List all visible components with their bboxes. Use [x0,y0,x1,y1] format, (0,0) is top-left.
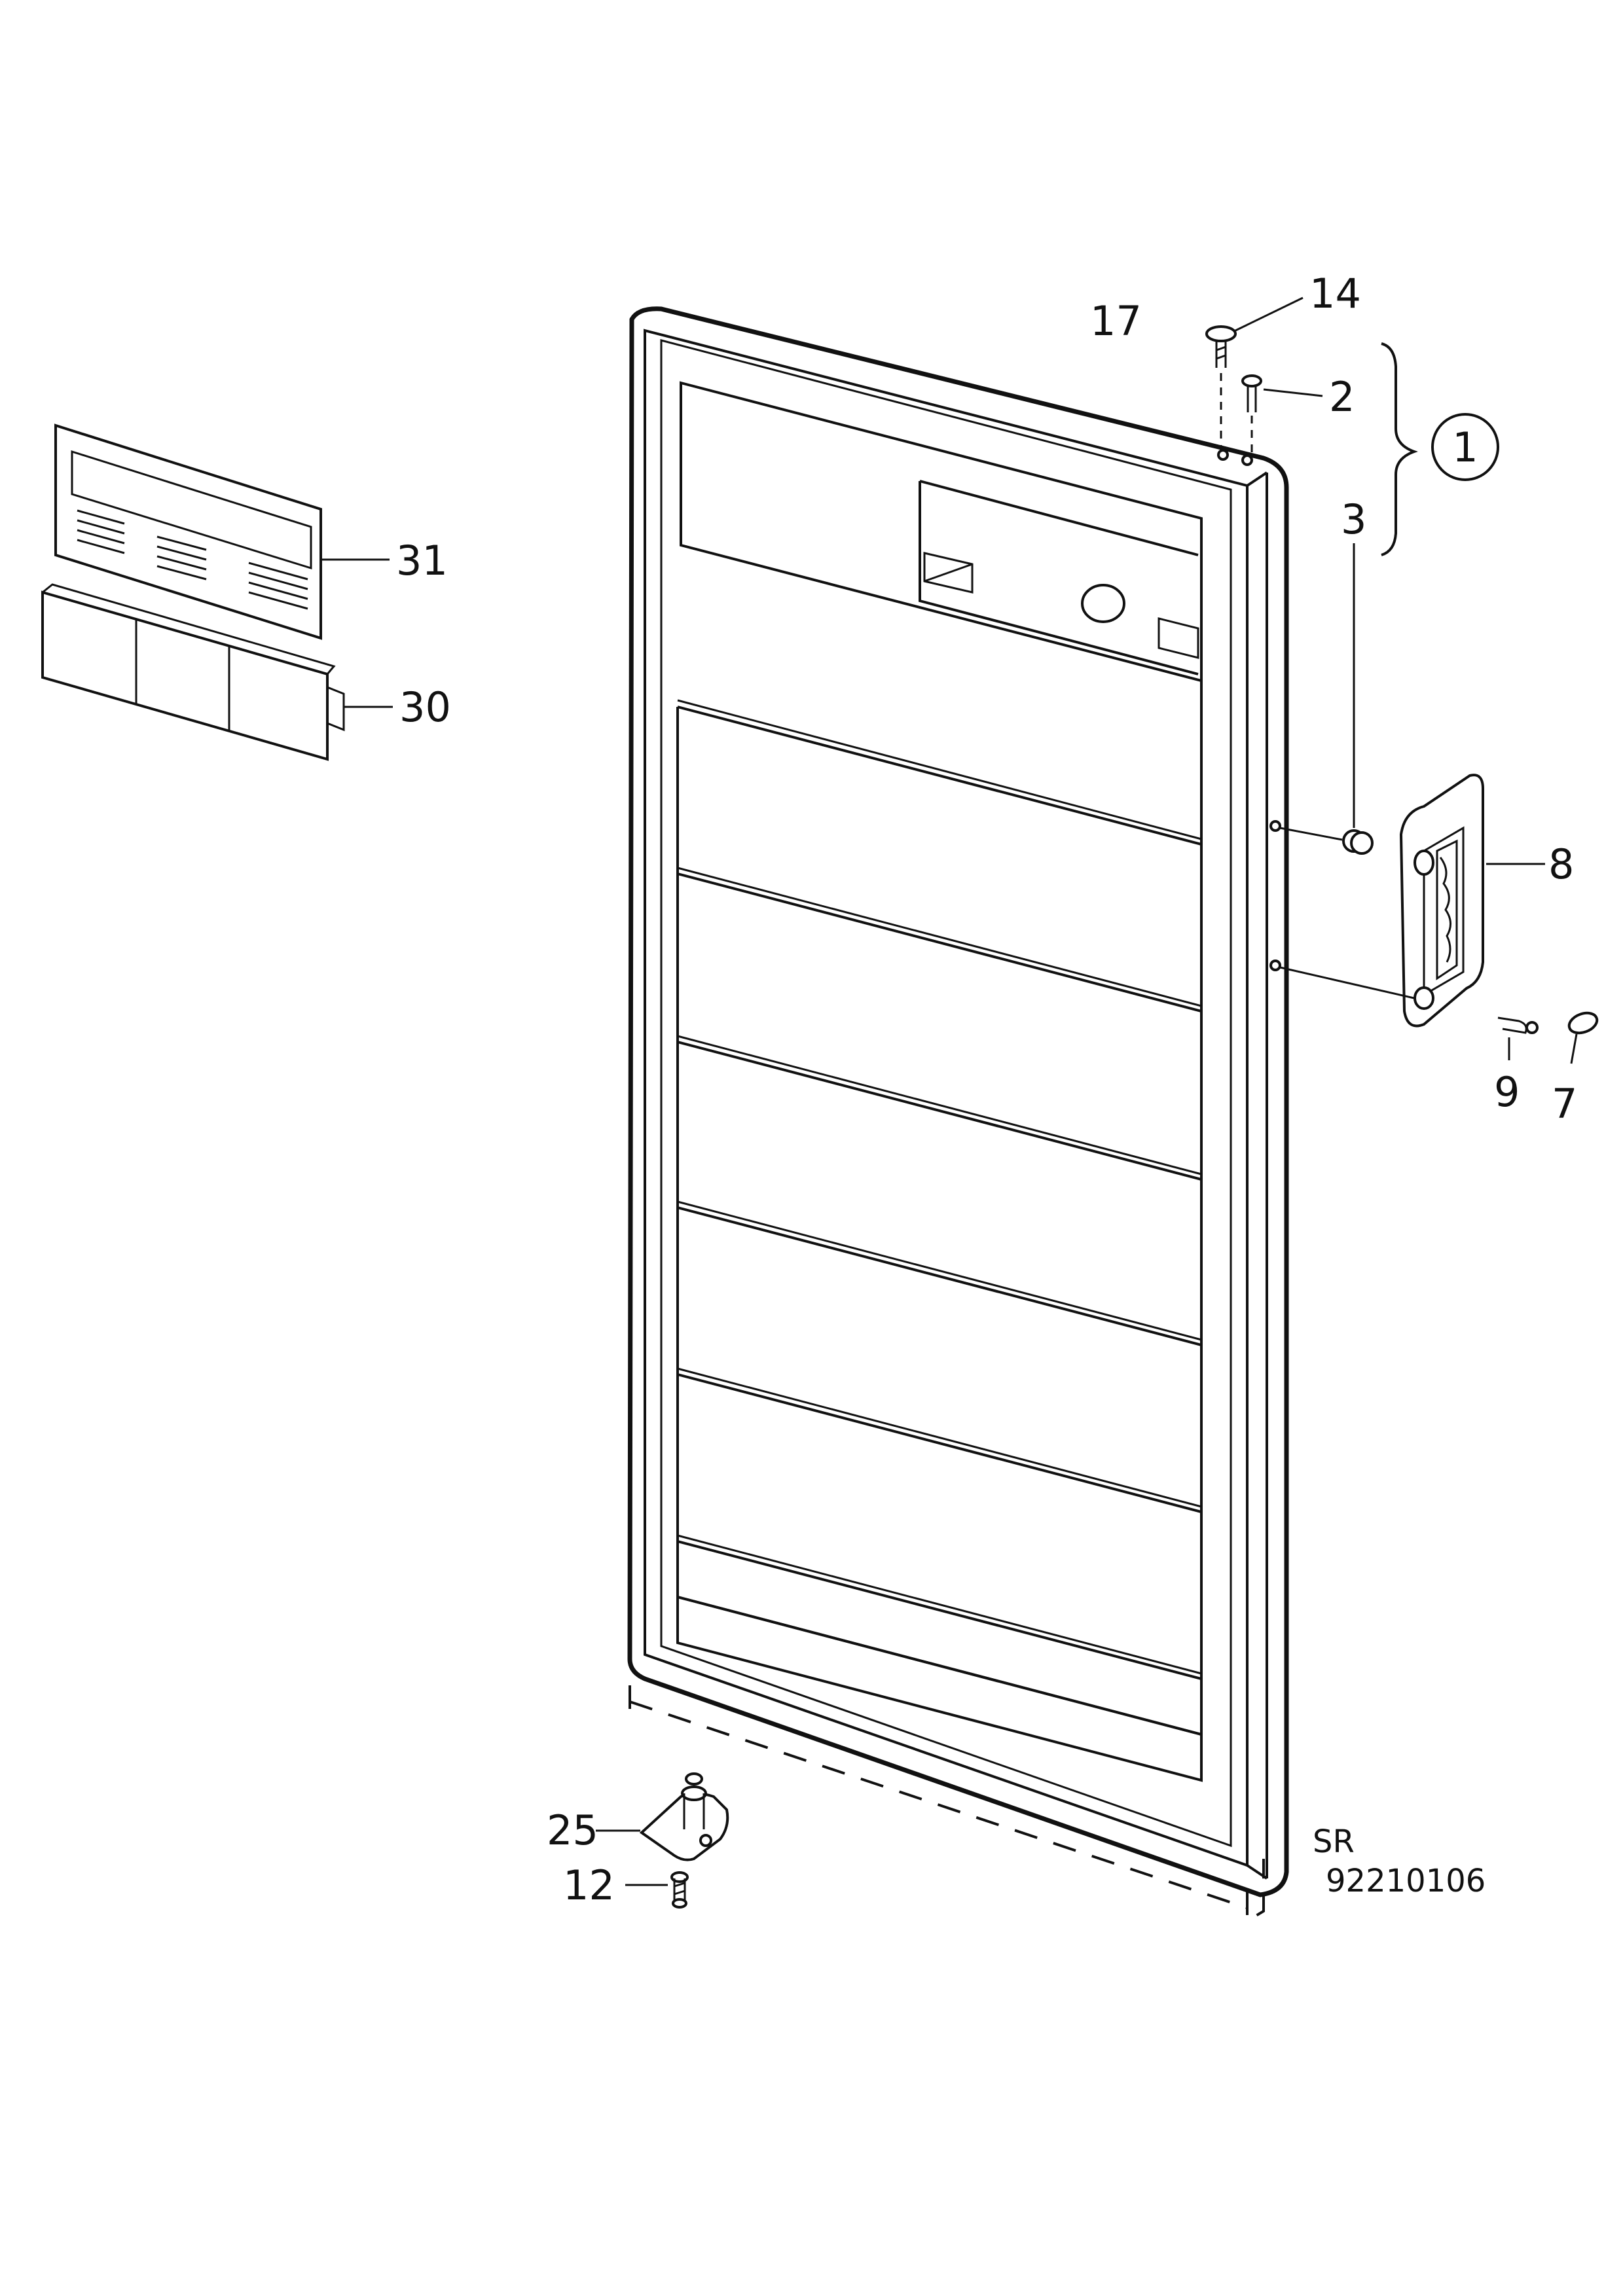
door-hole-lower [1269,960,1281,971]
group-1-circle [1431,413,1499,481]
part-8-door-handle [1279,774,1545,1028]
callout-1: 1 [1452,423,1478,471]
group-bracket [1381,342,1418,556]
shelf-4-rail [677,1200,1202,1341]
part-3-bushing [1279,543,1374,855]
door-top-hole-b [1241,454,1253,466]
callout-3: 3 [1341,495,1366,543]
compartment-tab-left [923,552,974,594]
callout-25: 25 [547,1806,598,1854]
shelf-4 [676,1208,1203,1514]
callout-8: 8 [1548,840,1574,888]
shelf-5 [676,1374,1203,1681]
compartment-tab-right [1158,617,1199,659]
callout-7: 7 [1552,1080,1577,1128]
shelf-6 [676,1541,1203,1736]
callout-2: 2 [1329,373,1355,421]
shelf-1 [676,681,1203,1013]
shelf-2 [676,874,1203,1181]
shelf-2-rail [677,867,1202,1007]
shelf-3-rail [677,1035,1202,1175]
callout-31: 31 [396,537,448,584]
part-12-screw [625,1871,689,1909]
callout-9: 9 [1494,1068,1520,1116]
callout-12: 12 [563,1861,615,1909]
shelf-6-rail [677,1534,1202,1675]
door-gasket-line [660,339,1232,1848]
part-14-hinge-pin [1205,296,1304,452]
part-31-control-panel [54,423,390,640]
part-30-trim-strip [41,583,393,761]
part-9-clip [1497,1016,1539,1060]
shelf-3 [676,1042,1203,1347]
drawing-code-number: 92210106 [1326,1863,1486,1899]
door-top-panel [680,381,1203,683]
door-assembly [627,306,1289,1897]
shelf-1-rail [677,699,1202,840]
door-base-dashed-outline [629,1685,1265,1924]
callout-14: 14 [1309,270,1361,317]
part-25-bottom-hinge [596,1772,729,1861]
door-hole-upper [1269,820,1281,832]
door-outer-frame [627,306,1289,1897]
dairy-compartment-box [919,480,1199,675]
part-7-plug [1567,1011,1599,1064]
door-inner-lip [644,329,1249,1867]
drawing-code-prefix: SR [1313,1823,1355,1860]
part-2-screw [1241,374,1323,455]
callout-30: 30 [399,683,451,731]
shelf-5-rail [677,1367,1202,1508]
door-side-edge [1246,471,1268,1880]
door-top-hole-a [1217,449,1229,461]
shelf-7 [676,1595,1203,1782]
part-17-knob [1081,584,1125,623]
callout-17: 17 [1090,297,1142,345]
